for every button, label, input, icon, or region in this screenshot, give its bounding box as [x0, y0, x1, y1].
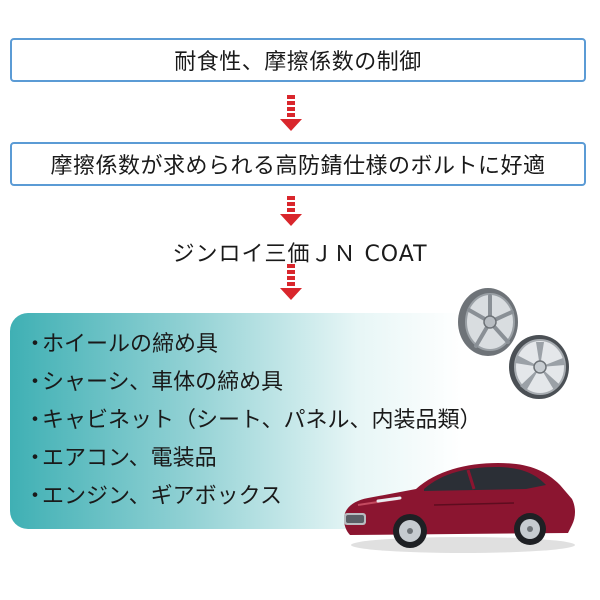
list-item-label: シャーシ、車体の締め具 — [42, 370, 284, 395]
down-arrow-icon — [280, 264, 302, 300]
wheel-icon — [509, 335, 569, 399]
list-item: ・エアコン、電装品 — [24, 446, 217, 471]
list-item-label: エアコン、電装品 — [42, 446, 217, 471]
list-item-label: キャビネット（シート、パネル、内装品類） — [42, 408, 482, 433]
wheel-icon — [458, 288, 518, 356]
list-item-label: ホイールの締め具 — [42, 332, 219, 357]
step-box-top: 耐食性、摩擦係数の制御 — [10, 38, 586, 82]
down-arrow-icon — [280, 95, 302, 131]
usage-list: ・ホイールの締め具 ・シャーシ、車体の締め具 ・キャビネット（シート、パネル、内… — [24, 332, 482, 522]
list-item-label: エンジン、ギアボックス — [42, 484, 283, 509]
list-item: ・キャビネット（シート、パネル、内装品類） — [24, 408, 482, 433]
step-top-text: 耐食性、摩擦係数の制御 — [174, 50, 422, 75]
step-box-middle: 摩擦係数が求められる高防錆仕様のボルトに好適 — [10, 142, 586, 186]
list-item: ・ホイールの締め具 — [24, 332, 219, 357]
down-arrow-icon — [280, 196, 302, 226]
step-middle-text: 摩擦係数が求められる高防錆仕様のボルトに好適 — [50, 154, 546, 179]
car-icon — [344, 463, 575, 553]
list-item: ・エンジン、ギアボックス — [24, 484, 283, 509]
product-name: ジンロイ三価ＪＮ COAT — [172, 242, 428, 267]
list-item: ・シャーシ、車体の締め具 — [24, 370, 284, 395]
